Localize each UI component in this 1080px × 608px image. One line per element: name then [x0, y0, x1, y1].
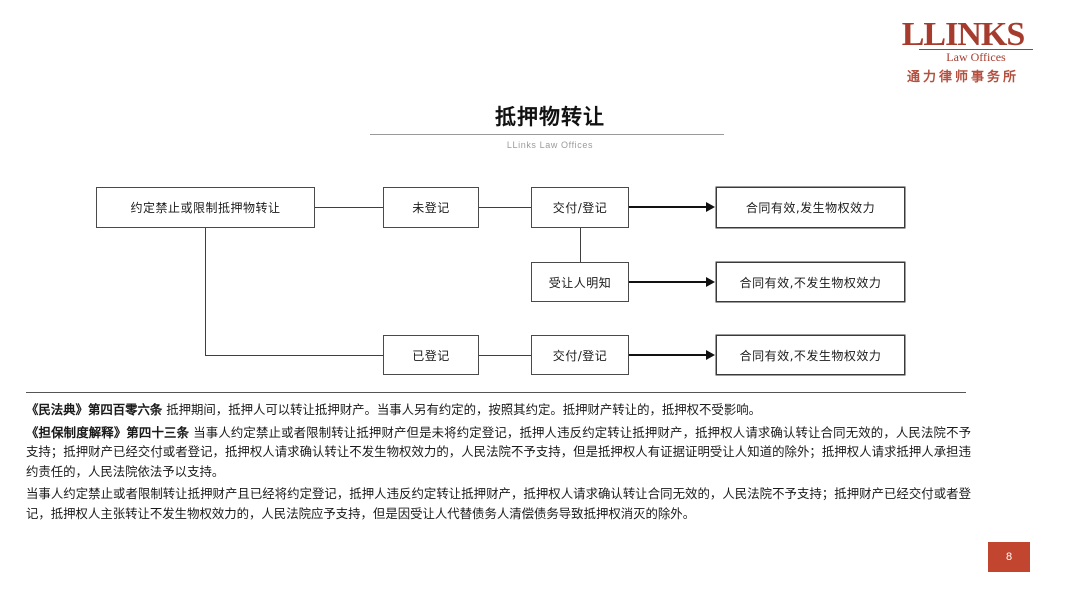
arrow-head-result-middle — [706, 277, 715, 287]
body-divider — [26, 392, 966, 393]
page-title: 抵押物转让 — [495, 105, 605, 129]
logo-chinese-name: 通力律师事务所 — [906, 69, 1019, 84]
flow-node-result-top: 合同有效,发生物权效力 — [716, 187, 905, 228]
title-block: 抵押物转让 LLinks Law Offices — [370, 104, 730, 152]
paragraph-civil-code-text: 抵押期间，抵押人可以转让抵押财产。当事人另有约定的，按照其约定。抵押财产转让的，… — [166, 402, 761, 417]
llinks-logo: LLINKS Law Offices 通力律师事务所 — [893, 18, 1033, 86]
connector-transferee-to-result-middle — [629, 281, 707, 283]
flowchart: 约定禁止或限制抵押物转让 未登记 交付/登记 受让人明知 已登记 交付/登记 合… — [96, 187, 905, 375]
citation-civil-code: 《民法典》第四百零六条 — [26, 402, 163, 417]
page-number-badge: 8 — [988, 542, 1030, 572]
flow-node-result-middle: 合同有效,不发生物权效力 — [716, 262, 905, 302]
arrow-head-result-bottom — [706, 350, 715, 360]
flow-node-delivery-register-top: 交付/登记 — [531, 187, 629, 228]
arrow-head-result-top — [706, 202, 715, 212]
flow-node-delivery-register-bottom: 交付/登记 — [531, 335, 629, 375]
logo-wordmark: LLINKS — [901, 16, 1026, 53]
connector-unregistered-to-delivery — [479, 207, 531, 208]
logo-tagline: Law Offices — [919, 49, 1033, 64]
connector-delivery-to-result-bottom — [629, 354, 707, 356]
connector-delivery-to-result-top — [629, 206, 707, 208]
flow-node-result-bottom: 合同有效,不发生物权效力 — [716, 335, 905, 375]
flow-node-transferee-aware: 受让人明知 — [531, 262, 629, 302]
connector-registered-to-delivery — [479, 355, 531, 356]
citation-guarantee-interpretation: 《担保制度解释》第四十三条 — [26, 424, 190, 440]
connector-source-down-to-registered — [205, 355, 383, 356]
flow-node-registered: 已登记 — [383, 335, 479, 375]
connector-source-down — [205, 228, 206, 355]
paragraph-guarantee-interpretation: 《担保制度解释》第四十三条 当事人约定禁止或者限制转让抵押财产但是未将约定登记，… — [26, 423, 971, 482]
flow-node-source: 约定禁止或限制抵押物转让 — [96, 187, 315, 228]
flow-node-unregistered: 未登记 — [383, 187, 479, 228]
connector-delivery-down-to-transferee — [580, 228, 581, 262]
title-subtitle: LLinks Law Offices — [506, 140, 594, 150]
paragraph-guarantee-interpretation-text: 当事人约定禁止或者限制转让抵押财产但是未将约定登记，抵押人违反约定转让抵押财产，… — [26, 424, 972, 479]
title-divider — [370, 134, 724, 135]
paragraph-civil-code: 《民法典》第四百零六条 抵押期间，抵押人可以转让抵押财产。当事人另有约定的，按照… — [26, 400, 971, 420]
connector-source-to-unregistered — [315, 207, 383, 208]
body-text: 《民法典》第四百零六条 抵押期间，抵押人可以转让抵押财产。当事人另有约定的，按照… — [26, 400, 971, 526]
paragraph-registered-agreement: 当事人约定禁止或者限制转让抵押财产且已经将约定登记，抵押人违反约定转让抵押财产，… — [26, 486, 971, 521]
